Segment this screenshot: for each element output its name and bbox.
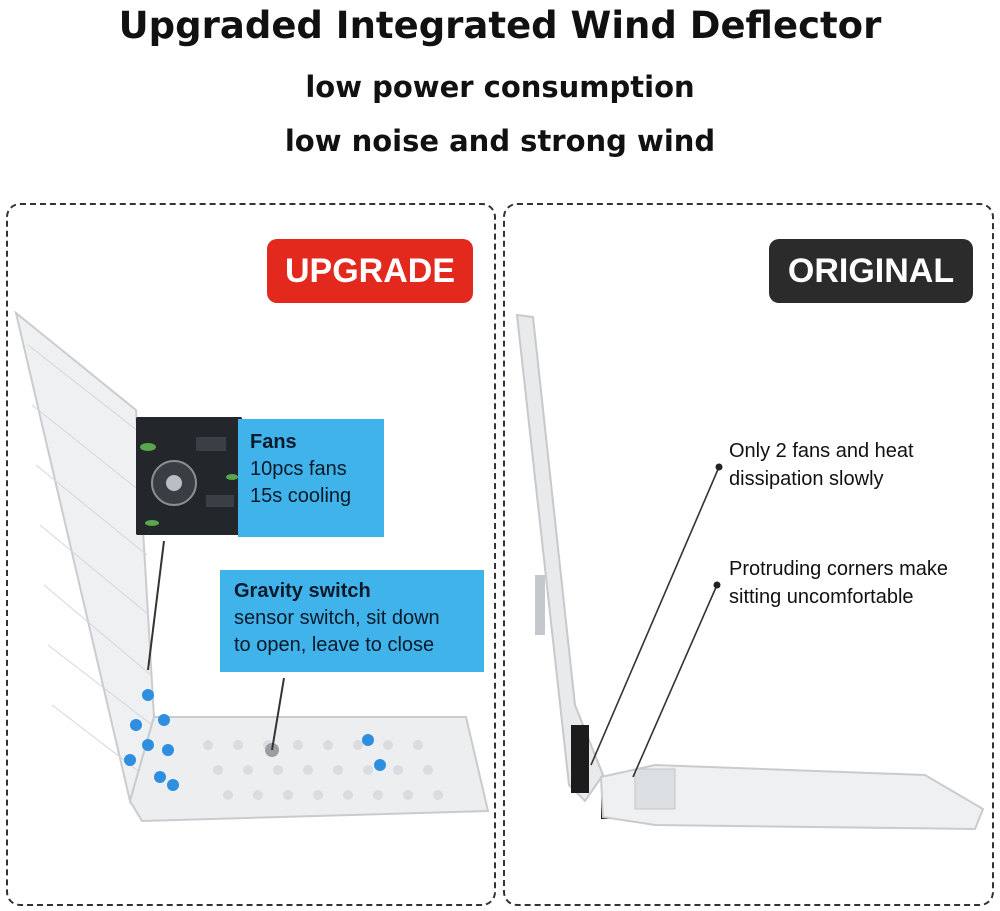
fans-callout: Fans 10pcs fans 15s cooling (238, 419, 384, 537)
fan-closeup-photo (136, 417, 242, 535)
original-badge: ORIGINAL (769, 239, 973, 303)
gravity-switch-callout: Gravity switch sensor switch, sit down t… (220, 570, 484, 672)
fans-callout-title: Fans (250, 431, 297, 453)
page-title: Upgraded Integrated Wind Deflector (118, 4, 882, 47)
gravity-switch-desc-2: to open, leave to close (234, 634, 435, 656)
subtitle-noise: low noise and strong wind (284, 124, 716, 158)
two-fans-note-line1: Only 2 fans and heat (729, 440, 914, 462)
upgrade-panel: UPGRADE Fans 10pcs fans 15s cooling Grav… (6, 203, 496, 906)
protruding-corners-note: Protruding corners make sitting uncomfor… (729, 555, 991, 611)
cooling-time: 15s cooling (250, 485, 352, 507)
protruding-corners-note-line1: Protruding corners make (729, 558, 948, 580)
subtitle-power: low power consumption (305, 70, 695, 104)
protruding-corners-note-line2: sitting uncomfortable (729, 586, 914, 608)
original-cushion-illustration (515, 313, 985, 831)
two-fans-note-line2: dissipation slowly (729, 468, 884, 490)
gravity-switch-desc-1: sensor switch, sit down (234, 607, 440, 629)
upgrade-cushion-illustration (14, 310, 490, 823)
two-fans-note: Only 2 fans and heat dissipation slowly (729, 437, 989, 493)
original-panel: ORIGINAL Only 2 fans and heat dissipatio… (503, 203, 994, 906)
upgrade-badge: UPGRADE (267, 239, 473, 303)
fans-count: 10pcs fans (250, 458, 347, 480)
gravity-switch-title: Gravity switch (234, 580, 371, 602)
